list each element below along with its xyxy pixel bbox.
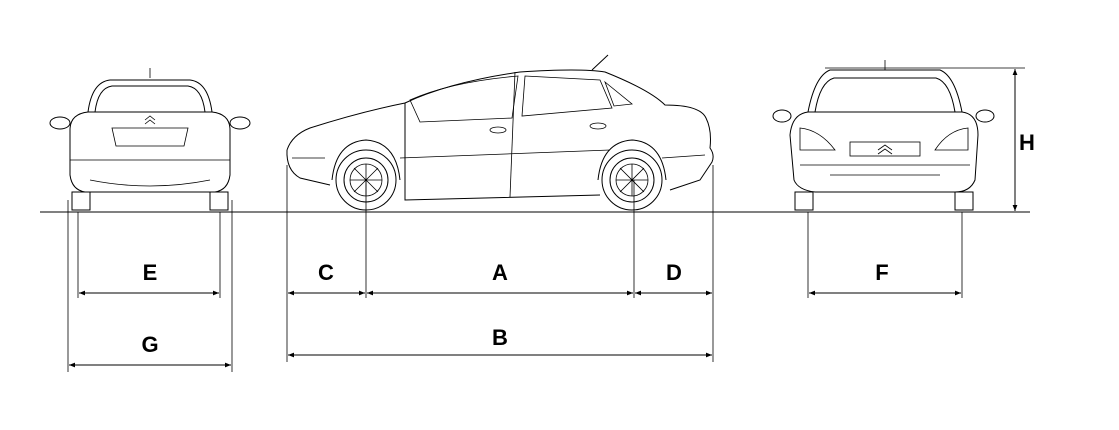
label-a: A <box>492 260 508 285</box>
label-b: B <box>492 325 508 350</box>
label-f: F <box>875 260 888 285</box>
rear-view-car <box>49 68 251 211</box>
label-c: C <box>318 260 334 285</box>
label-g: G <box>141 332 158 357</box>
front-view-car <box>772 60 995 211</box>
label-h: H <box>1019 130 1035 155</box>
extension-lines <box>67 67 1025 372</box>
side-view-car <box>286 54 714 211</box>
label-d: D <box>666 260 682 285</box>
label-e: E <box>143 260 158 285</box>
